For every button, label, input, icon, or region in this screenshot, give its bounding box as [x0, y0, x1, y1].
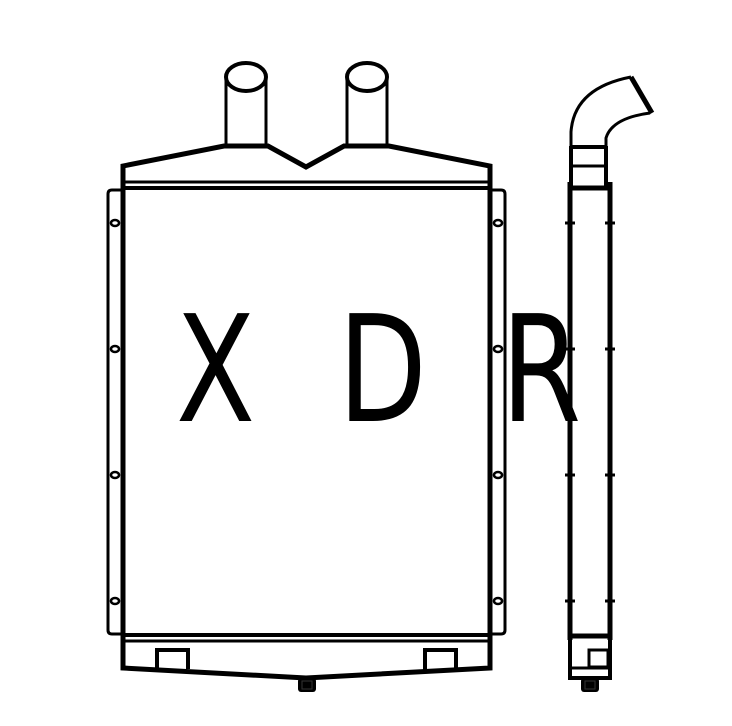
bottom-tank — [120, 633, 493, 692]
side-drain-plug — [581, 678, 599, 692]
bottom-tab-left — [155, 648, 190, 669]
mount-hole — [109, 218, 121, 228]
mount-hole — [109, 344, 121, 354]
mount-hole — [109, 470, 121, 480]
right-bracket — [490, 188, 507, 636]
side-tab — [587, 648, 610, 669]
watermark-letter-x: X — [176, 284, 256, 456]
side-view — [565, 75, 655, 692]
watermark-letter-d: D — [338, 284, 427, 456]
right-pipe — [345, 61, 389, 146]
mount-hole — [109, 596, 121, 606]
left-pipe — [224, 61, 268, 146]
side-bottom-tank — [568, 633, 612, 692]
side-core — [565, 182, 615, 640]
left-bracket — [106, 188, 123, 636]
front-view — [106, 61, 507, 692]
core — [120, 186, 493, 640]
watermark-letter-r: R — [501, 284, 582, 456]
pipe-collar — [568, 145, 610, 191]
mount-hole — [492, 218, 504, 228]
drain-plug — [298, 678, 316, 692]
top-tank — [120, 143, 493, 190]
mount-hole — [492, 470, 504, 480]
mount-hole — [492, 596, 504, 606]
elbow-pipe — [569, 75, 655, 146]
mount-hole — [492, 344, 504, 354]
bottom-tab-right — [423, 648, 458, 670]
